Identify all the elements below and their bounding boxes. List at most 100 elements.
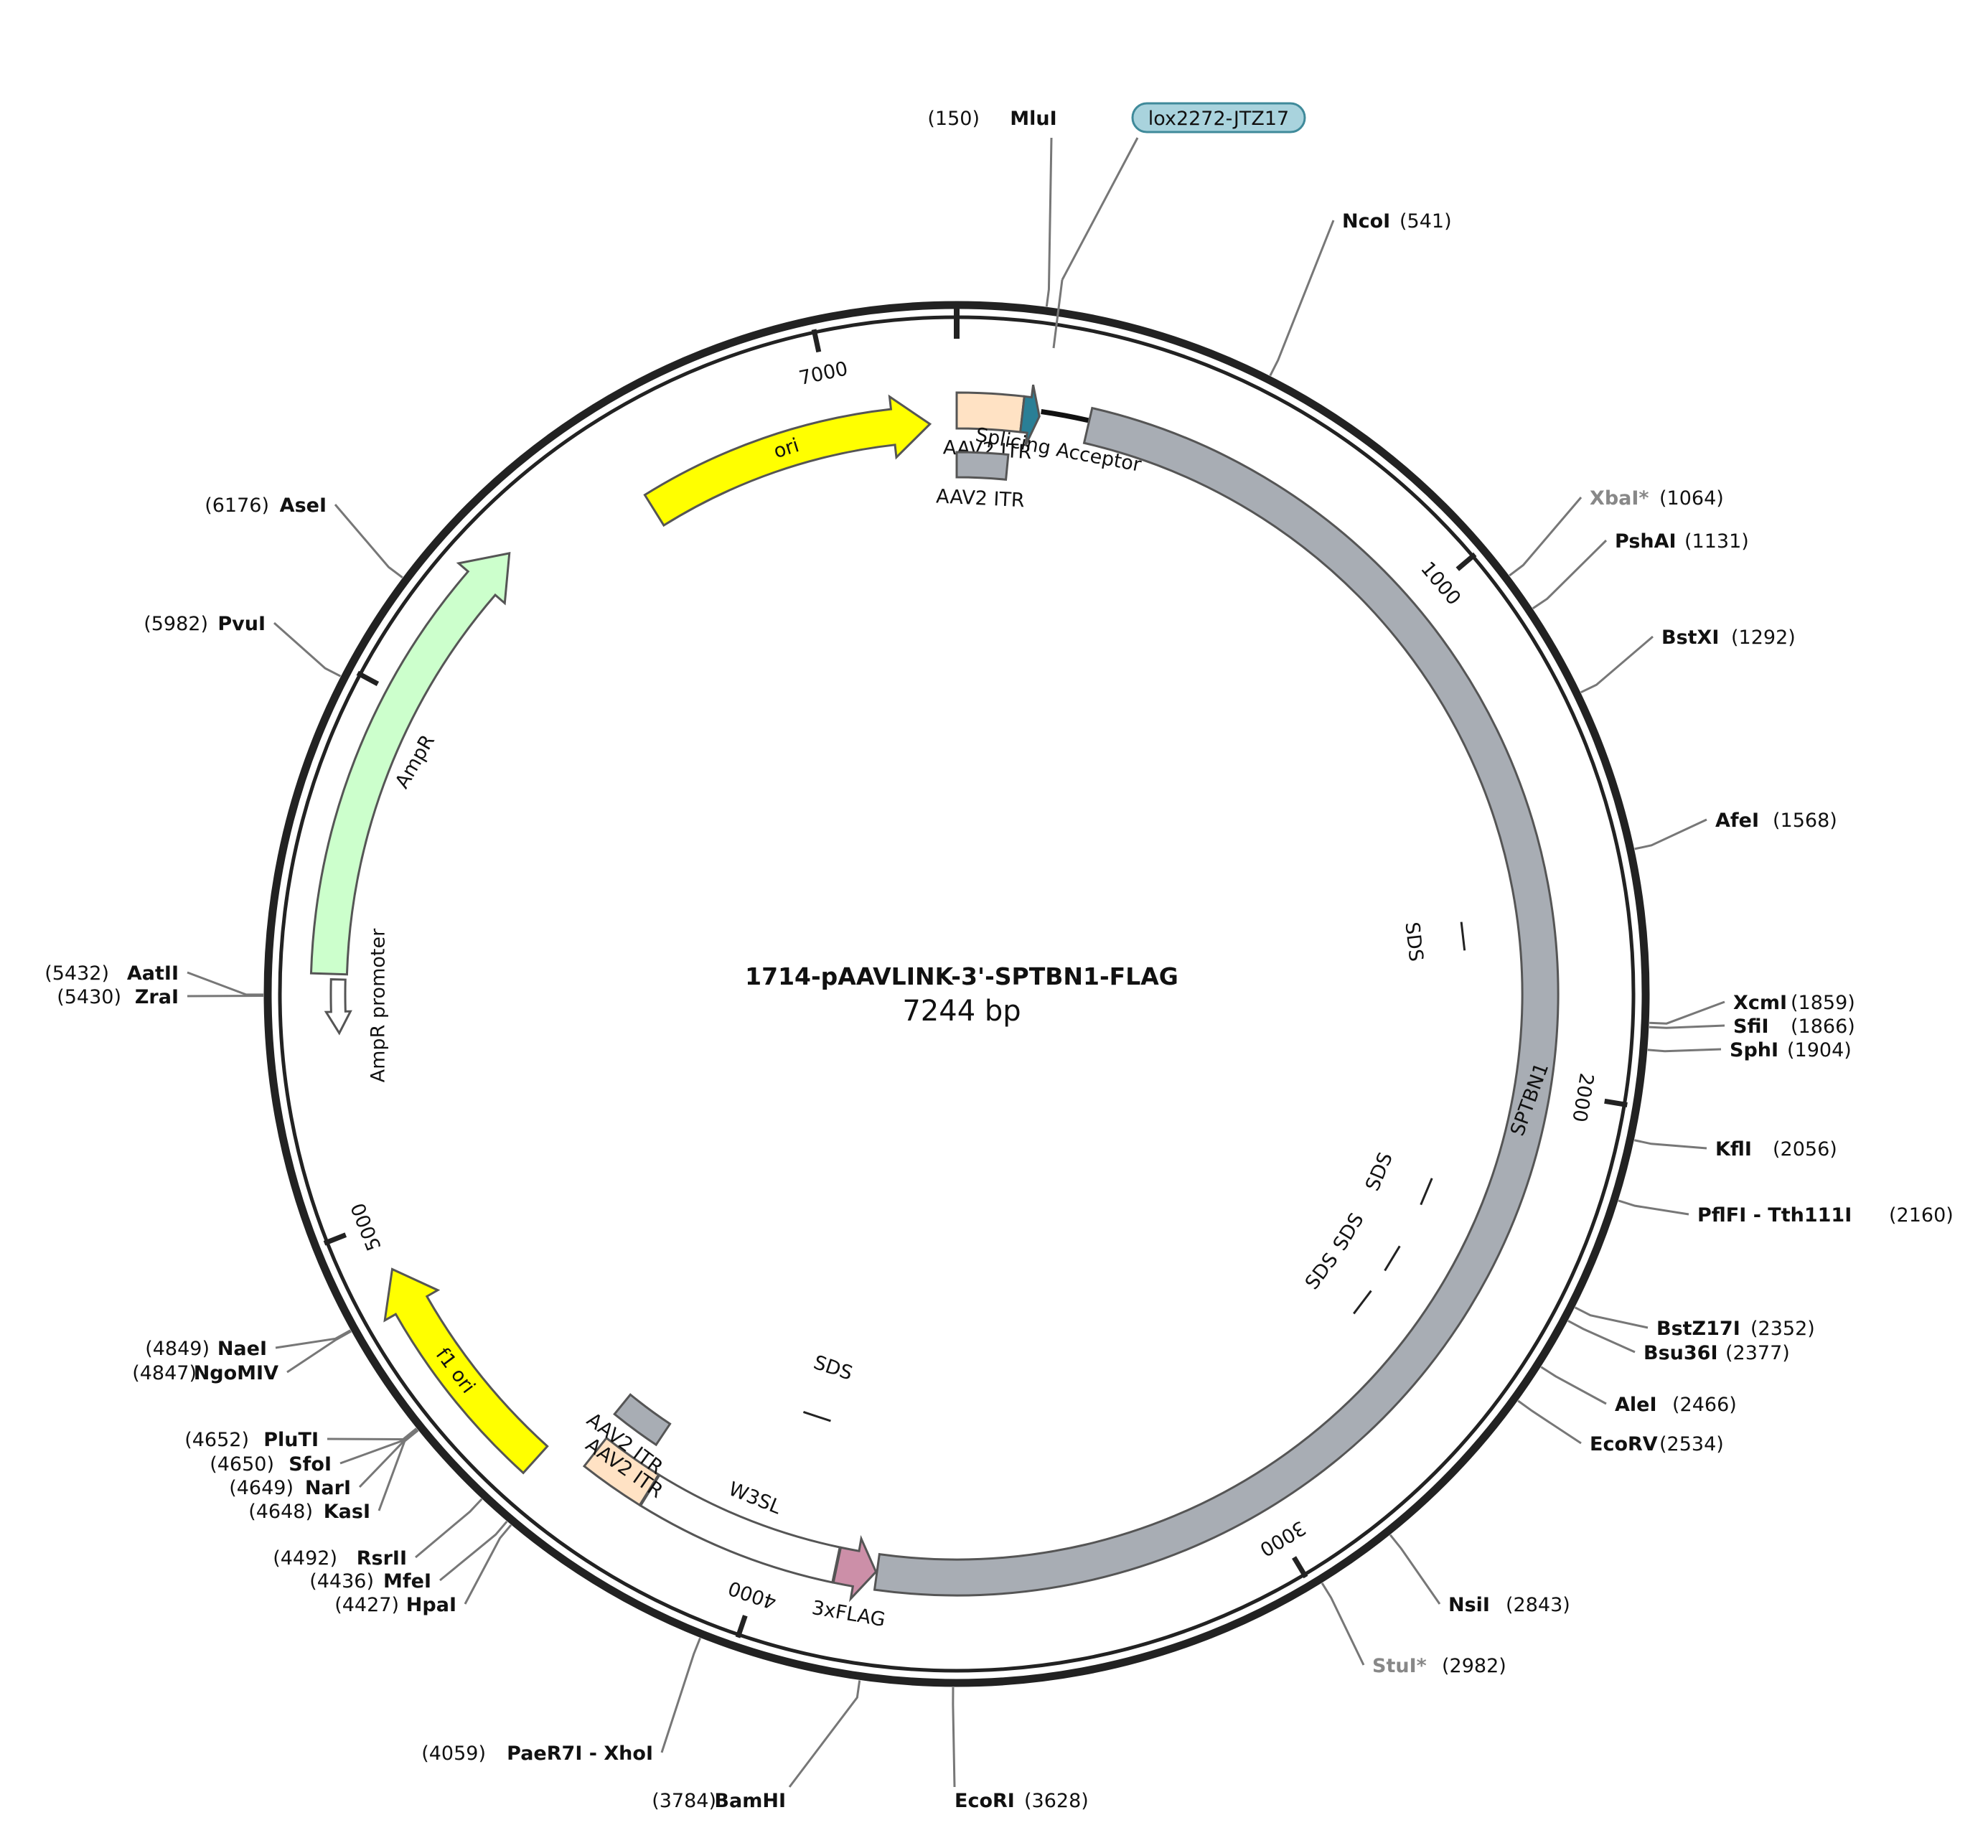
site-leader-line bbox=[788, 1680, 861, 1788]
restriction-sites: MluI (150) NcoI(541) XbaI*(1064)PshAI(1131)… bbox=[44, 108, 1954, 1812]
sds-label: SDS bbox=[1400, 921, 1427, 962]
site-position: (2982) bbox=[1442, 1655, 1506, 1677]
feature-ampr[interactable]: AmpR bbox=[309, 551, 511, 976]
site-position: (4849) bbox=[145, 1338, 210, 1360]
site-xcmi[interactable]: XcmI(1859) bbox=[1649, 992, 1855, 1025]
site-leader-line bbox=[1509, 497, 1583, 577]
site-leader-line bbox=[1633, 1139, 1707, 1150]
tick-label: 2000 bbox=[1567, 1071, 1598, 1124]
site-name: SfoI bbox=[289, 1453, 332, 1476]
site-position: (1292) bbox=[1731, 627, 1796, 649]
tick-label: 5000 bbox=[347, 1200, 386, 1254]
feature-shape bbox=[832, 1534, 878, 1603]
site-name: ZraI bbox=[135, 986, 179, 1008]
site-leader-line bbox=[1567, 1320, 1636, 1354]
site-nsii[interactable]: NsiI(2843) bbox=[1389, 1534, 1570, 1616]
sds-tick bbox=[1420, 1178, 1433, 1206]
site-ecori[interactable]: EcoRI(3628) bbox=[952, 1687, 1089, 1812]
site-bstxi[interactable]: BstXI(1292) bbox=[1580, 627, 1796, 694]
site-sfoi[interactable]: SfoI(4650) bbox=[210, 1428, 418, 1476]
site-ncoi[interactable]: NcoI(541) bbox=[1269, 210, 1452, 377]
site-name: MfeI bbox=[383, 1570, 431, 1593]
feature-ampr-promoter[interactable]: AmpR promoter bbox=[324, 928, 390, 1082]
site-name: MluI bbox=[1010, 108, 1056, 130]
site-bstz17i[interactable]: BstZ17I(2352) bbox=[1574, 1306, 1815, 1340]
site-position: (4648) bbox=[248, 1501, 313, 1523]
site-position: (2534) bbox=[1659, 1433, 1724, 1455]
site-position: (150) bbox=[927, 108, 980, 130]
site-leader-line bbox=[1649, 1000, 1725, 1025]
site-mfei[interactable]: MfeI(4436) bbox=[309, 1521, 508, 1593]
site-leader-line bbox=[275, 1329, 352, 1349]
site-bsu36i[interactable]: Bsu36I(2377) bbox=[1567, 1320, 1790, 1364]
site-sphi[interactable]: SphI(1904) bbox=[1647, 1039, 1852, 1061]
site-name: PluTI bbox=[263, 1429, 319, 1451]
site-asei[interactable]: AseI(6176) bbox=[205, 494, 403, 578]
site-leader-line bbox=[1517, 1399, 1582, 1445]
site-aatii[interactable]: AatII(5432) bbox=[44, 962, 264, 996]
tick-label: 4000 bbox=[726, 1576, 779, 1613]
site-pflfi-tth111i[interactable]: PflFI - Tth111I(2160) bbox=[1618, 1199, 1954, 1226]
site-position: (6176) bbox=[205, 494, 269, 517]
feature-shape bbox=[324, 978, 352, 1036]
feature-aav2-itr[interactable]: AAV2 ITR bbox=[936, 451, 1026, 512]
lox-callout[interactable]: lox2272-JTZ17 bbox=[1052, 102, 1306, 349]
site-mlui[interactable]: MluI (150) bbox=[927, 108, 1057, 307]
site-sfii[interactable]: SfiI(1866) bbox=[1649, 1016, 1855, 1038]
site-position: (1859) bbox=[1791, 992, 1855, 1014]
site-paer7i-xhoi[interactable]: PaeR7I - XhoI(4059) bbox=[421, 1637, 701, 1765]
site-hpai[interactable]: HpaI(4427) bbox=[334, 1524, 512, 1616]
feature-ori[interactable]: ori bbox=[643, 394, 932, 527]
site-kfli[interactable]: KflI(2056) bbox=[1633, 1138, 1837, 1160]
site-name: PvuI bbox=[217, 613, 266, 635]
feature-shape bbox=[613, 1393, 672, 1447]
site-name: EcoRI bbox=[955, 1790, 1015, 1812]
feature-shape bbox=[873, 406, 1560, 1597]
site-name: EcoRV bbox=[1590, 1433, 1658, 1455]
sds-label: SDS bbox=[1361, 1149, 1397, 1194]
feature-label: W3SL bbox=[726, 1478, 784, 1519]
site-position: (1131) bbox=[1684, 530, 1749, 553]
site-position: (1866) bbox=[1791, 1016, 1855, 1038]
site-ngomiv[interactable]: NgoMIV(4847) bbox=[132, 1330, 352, 1384]
site-alei[interactable]: AleI (2466) bbox=[1540, 1366, 1737, 1416]
site-position: (2352) bbox=[1750, 1318, 1815, 1340]
site-leader-line bbox=[464, 1524, 512, 1605]
backbone-outer-ring bbox=[263, 301, 1650, 1687]
feature-w3sl[interactable]: W3SL bbox=[639, 1473, 841, 1584]
feature-lox2272-jtz17[interactable] bbox=[1019, 384, 1041, 446]
site-pluti[interactable]: PluTI (4652) bbox=[184, 1427, 418, 1451]
site-position: (1904) bbox=[1787, 1039, 1852, 1061]
site-pvui[interactable]: PvuI(5982) bbox=[144, 613, 342, 677]
site-naei[interactable]: NaeI(4849) bbox=[145, 1329, 352, 1360]
site-position: (2466) bbox=[1672, 1394, 1737, 1416]
tick-mark bbox=[356, 670, 380, 687]
site-leader-line bbox=[187, 971, 264, 996]
site-name: KflI bbox=[1715, 1138, 1752, 1160]
site-name: AleI bbox=[1615, 1394, 1657, 1416]
site-leader-line bbox=[1269, 220, 1335, 377]
site-leader-line bbox=[1649, 1024, 1725, 1029]
site-pshai[interactable]: PshAI(1131) bbox=[1532, 530, 1749, 609]
site-name: StuI* bbox=[1372, 1655, 1427, 1677]
site-position: (4492) bbox=[273, 1547, 337, 1570]
site-leader-line bbox=[415, 1498, 483, 1559]
site-leader-line bbox=[1634, 818, 1707, 850]
site-name: AatII bbox=[127, 962, 179, 985]
backbone-inner-ring bbox=[278, 315, 1636, 1673]
site-stui-[interactable]: StuI* (2982) bbox=[1321, 1582, 1506, 1677]
site-zrai[interactable]: ZraI(5430) bbox=[57, 986, 264, 1008]
site-leader-line bbox=[273, 622, 342, 677]
site-leader-line bbox=[1647, 1048, 1722, 1053]
site-position: (4652) bbox=[184, 1429, 249, 1451]
site-ecorv[interactable]: EcoRV(2534) bbox=[1517, 1399, 1724, 1455]
feature-shape bbox=[383, 1267, 549, 1475]
site-bamhi[interactable]: BamHI(3784) bbox=[652, 1680, 861, 1812]
sds-label: SDS bbox=[1329, 1209, 1369, 1254]
site-afei[interactable]: AfeI(1568) bbox=[1634, 810, 1837, 850]
site-xbai-[interactable]: XbaI*(1064) bbox=[1509, 487, 1724, 577]
site-name: NgoMIV bbox=[194, 1362, 278, 1384]
feature-f1-ori[interactable]: f1 ori bbox=[383, 1267, 549, 1475]
site-rsrii[interactable]: RsrII(4492) bbox=[273, 1498, 483, 1570]
